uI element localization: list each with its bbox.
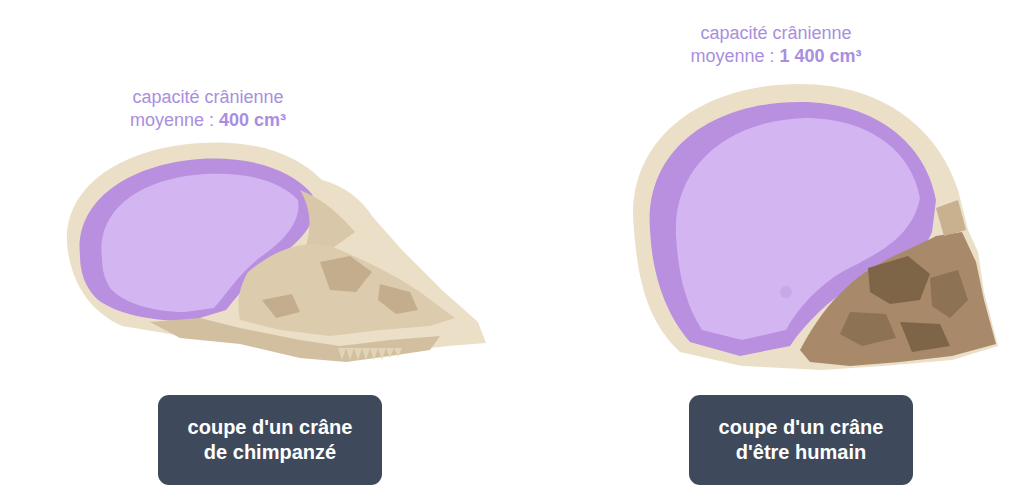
human-skull (633, 84, 998, 370)
caption-box: coupe d'un crâne de chimpanzé (158, 395, 382, 485)
chimpanzee-skull (67, 142, 486, 362)
capacity-value: 1 400 cm³ (780, 46, 862, 66)
caption-box: coupe d'un crâne d'être humain (689, 395, 913, 485)
capacity-label: capacité crânienne moyenne : 400 cm³ (108, 86, 308, 132)
capacity-label: capacité crânienne moyenne : 1 400 cm³ (676, 22, 876, 68)
caption-text: coupe d'un crâne d'être humain (712, 415, 890, 465)
caption-text: coupe d'un crâne de chimpanzé (181, 415, 359, 465)
capacity-value: 400 cm³ (219, 110, 286, 130)
